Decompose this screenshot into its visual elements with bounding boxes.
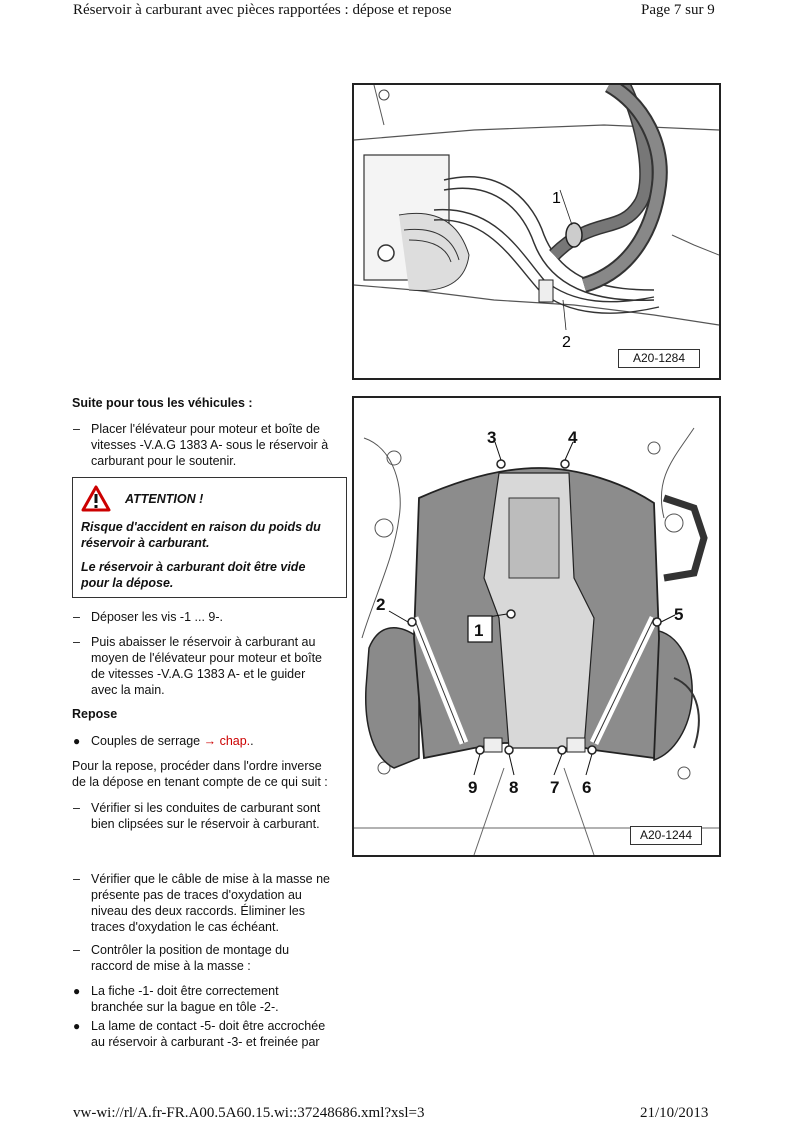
warning-title: ATTENTION ! — [125, 492, 204, 506]
text-line: de vitesses -V.A.G 1383 A- et le guider — [91, 667, 306, 681]
text-line: Vérifier que le câble de mise à la masse… — [91, 872, 331, 886]
torque-line: Couples de serrage → chap.. — [91, 733, 254, 749]
callout-7: 7 — [550, 778, 559, 797]
callout-6: 6 — [582, 778, 591, 797]
callout-2: 2 — [376, 595, 385, 614]
text-line: branchée sur la bague en tôle -2-. — [91, 1000, 279, 1014]
fuel-tank-drawing: 1 2 3 4 5 6 7 8 9 — [354, 398, 719, 855]
warning-box: ATTENTION ! Risque d'accident en raison … — [72, 477, 347, 598]
dash-marker: – — [73, 872, 80, 886]
text-line: bien clipsées sur le réservoir à carbura… — [91, 817, 320, 831]
bullet-marker: ● — [73, 734, 81, 748]
text-line: Puis abaisser le réservoir à carburant a… — [91, 635, 316, 649]
torque-text: Couples de serrage — [91, 734, 201, 748]
dash-marker: – — [73, 422, 80, 436]
text-line: au réservoir à carburant -3- et freinée … — [91, 1035, 320, 1049]
callout-1: 1 — [552, 190, 561, 207]
check-ground-position: Contrôler la position de montage du racc… — [91, 942, 289, 974]
repose-intro: Pour la repose, procéder dans l'ordre in… — [72, 758, 328, 790]
callout-1: 1 — [474, 621, 483, 640]
warning-triangle-icon — [81, 485, 111, 512]
figure-fuel-tank-screws: 1 2 3 4 5 6 7 8 9 A20-1244 — [352, 396, 721, 857]
step-lower-tank: Puis abaisser le réservoir à carburant a… — [91, 634, 322, 698]
text-line: avec la main. — [91, 683, 165, 697]
bullet-contact-blade: La lame de contact -5- doit être accroch… — [91, 1018, 325, 1050]
warning-text-1: Risque d'accident en raison du poids du … — [81, 519, 343, 551]
page-number: Page 7 sur 9 — [641, 2, 715, 18]
page-header-title: Réservoir à carburant avec pièces rappor… — [73, 2, 452, 18]
figure-code: A20-1284 — [618, 349, 700, 368]
text-line: Le réservoir à carburant doit être vide — [81, 560, 306, 574]
figure-code: A20-1244 — [630, 826, 702, 845]
fuel-lines-drawing: 1 2 — [354, 85, 719, 378]
section-heading: Suite pour tous les véhicules : — [72, 396, 253, 410]
text-line: moyen de l'élévateur pour moteur et boît… — [91, 651, 322, 665]
text-line: pour la dépose. — [81, 576, 174, 590]
bullet-connector: La fiche -1- doit être correctement bran… — [91, 983, 279, 1015]
text-line: Contrôler la position de montage du — [91, 943, 290, 957]
torque-end: . — [250, 734, 254, 748]
repose-heading: Repose — [72, 707, 118, 721]
dash-marker: – — [73, 943, 80, 957]
text-line: Vérifier si les conduites de carburant s… — [91, 801, 321, 815]
callout-5: 5 — [674, 605, 683, 624]
text-line: de la dépose en tenant compte de ce qui … — [72, 775, 328, 789]
text-line: La fiche -1- doit être correctement — [91, 984, 279, 998]
check-ground-cable: Vérifier que le câble de mise à la masse… — [91, 871, 330, 935]
footer-url: vw-wi://rl/A.fr-FR.A00.5A60.15.wi::37248… — [73, 1105, 425, 1121]
step-remove-screws: Déposer les vis -1 ... 9-. — [91, 610, 223, 624]
text-line: Risque d'accident en raison du poids du — [81, 520, 321, 534]
figure-fuel-lines: 1 2 A20-1284 — [352, 83, 721, 380]
dash-marker: – — [73, 635, 80, 649]
text-line: vitesses -V.A.G 1383 A- sous le réservoi… — [91, 438, 329, 452]
text-line: raccord de mise à la masse : — [91, 959, 251, 973]
bullet-marker: ● — [73, 1019, 81, 1033]
callout-2: 2 — [562, 334, 571, 351]
check-fuel-lines: Vérifier si les conduites de carburant s… — [91, 800, 320, 832]
callout-8: 8 — [509, 778, 518, 797]
callout-4: 4 — [568, 428, 578, 447]
bullet-marker: ● — [73, 984, 81, 998]
text-line: présente pas de traces d'oxydation au — [91, 888, 302, 902]
step-place-lift: Placer l'élévateur pour moteur et boîte … — [91, 421, 328, 469]
text-line: La lame de contact -5- doit être accroch… — [91, 1019, 326, 1033]
text-line: Pour la repose, procéder dans l'ordre in… — [72, 759, 322, 773]
torque-chapter-link[interactable]: → chap. — [203, 734, 251, 748]
text-line: carburant pour le soutenir. — [91, 454, 237, 468]
warning-text-2: Le réservoir à carburant doit être vide … — [81, 559, 343, 591]
text-line: niveau des deux raccords. Éliminer les — [91, 904, 305, 918]
text-line: réservoir à carburant. — [81, 536, 210, 550]
callout-3: 3 — [487, 428, 496, 447]
callout-9: 9 — [468, 778, 477, 797]
dash-marker: – — [73, 610, 80, 624]
dash-marker: – — [73, 801, 80, 815]
text-line: Placer l'élévateur pour moteur et boîte … — [91, 422, 320, 436]
footer-date: 21/10/2013 — [640, 1105, 709, 1121]
text-line: traces d'oxydation le cas échéant. — [91, 920, 279, 934]
